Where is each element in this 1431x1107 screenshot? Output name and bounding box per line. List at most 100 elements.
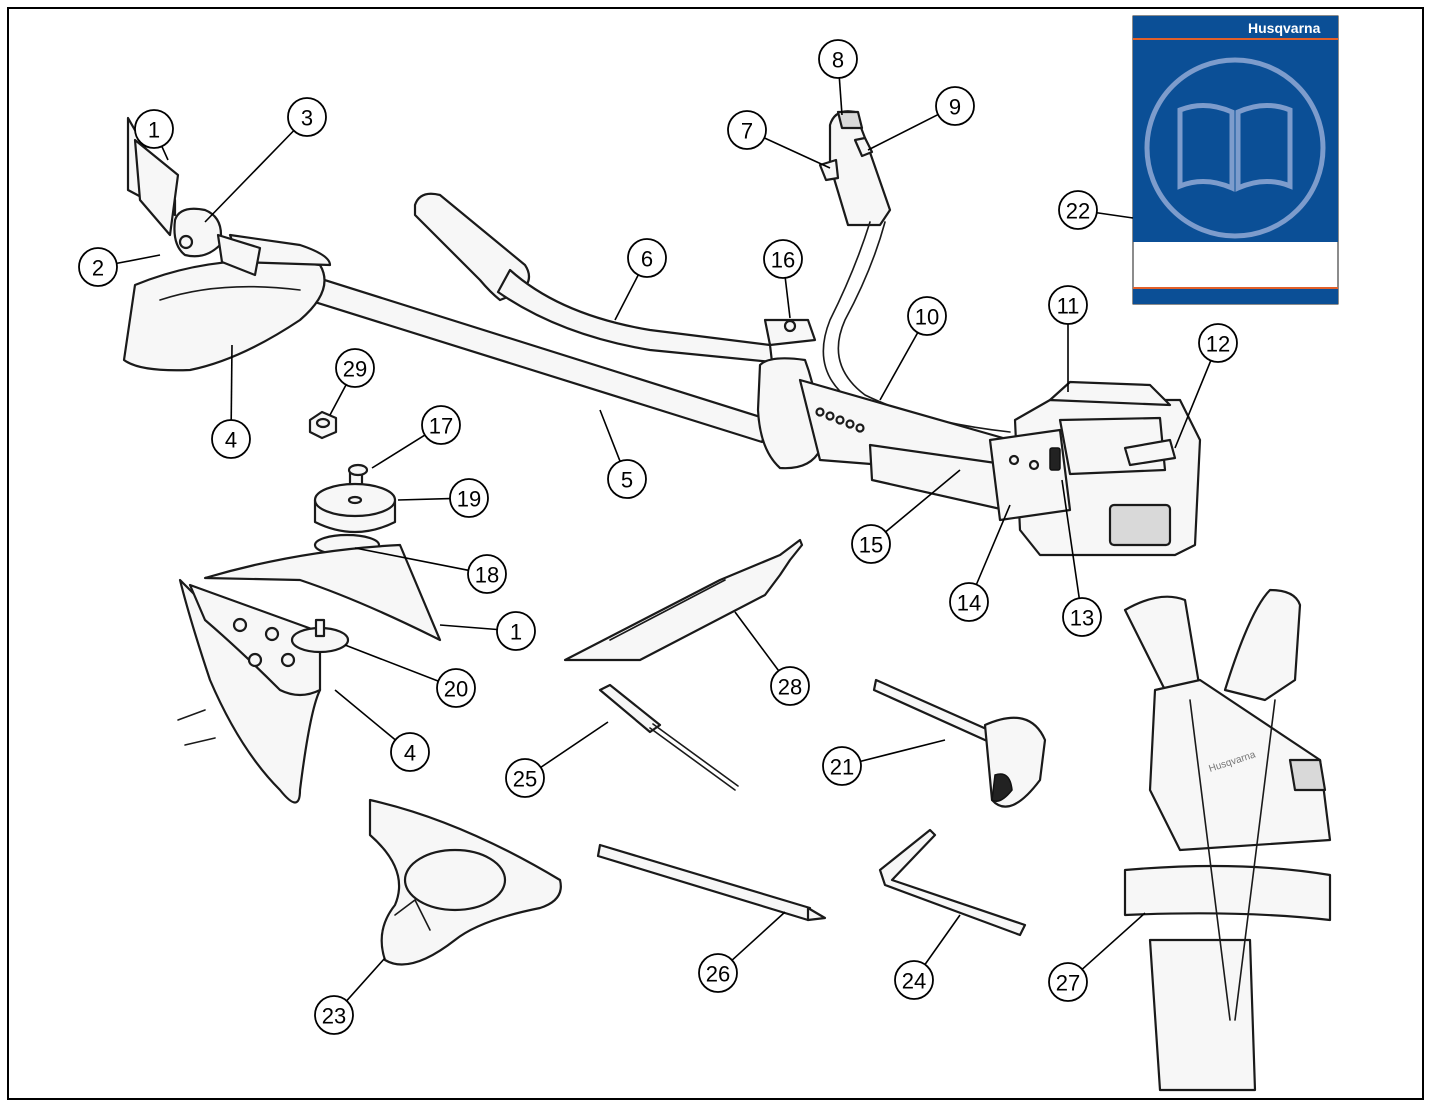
callout-number: 16 — [771, 248, 795, 273]
callout-18: 18 — [354, 547, 507, 594]
callout-number: 25 — [513, 767, 537, 792]
callout-number: 12 — [1206, 332, 1230, 357]
callout-leader-line — [329, 384, 347, 416]
callout-number: 9 — [949, 95, 961, 120]
callout-number: 7 — [741, 119, 753, 144]
harness: Husqvarna — [1123, 588, 1332, 1092]
callout-10: 10 — [879, 296, 947, 401]
callout-leader-line — [540, 721, 609, 769]
callout-number: 11 — [1057, 294, 1080, 319]
callout-number: 1 — [148, 118, 160, 143]
callout-leader-line — [731, 911, 786, 961]
callout-circle — [78, 247, 118, 287]
callout-number: 3 — [301, 106, 313, 131]
callout-number: 24 — [902, 969, 926, 994]
callout-leader-line — [344, 644, 439, 682]
callout-number: 8 — [832, 48, 844, 73]
callout-circle — [1048, 285, 1088, 325]
callout-circle — [818, 39, 858, 79]
callout-leader-line — [354, 547, 469, 572]
callout-leader-line — [885, 469, 961, 533]
callout-leader-line — [161, 145, 169, 161]
callout-leader-line — [439, 624, 498, 631]
callout-leader-line — [763, 137, 831, 169]
callout-leader-line — [734, 611, 780, 672]
callout-leader-line — [1174, 360, 1212, 449]
callout-number: 29 — [343, 357, 367, 382]
callout-number: 20 — [444, 677, 468, 702]
blade-assembly — [203, 463, 442, 642]
callout-circle — [134, 109, 174, 149]
callout-number: 15 — [859, 533, 883, 558]
callout-circle — [949, 582, 989, 622]
callout-number: 22 — [1066, 199, 1090, 224]
callout-circle — [935, 86, 975, 126]
callout-circle — [505, 758, 545, 798]
callout-7: 7 — [727, 110, 831, 169]
callout-circle — [211, 419, 251, 459]
callout-circle — [390, 732, 430, 772]
callout-number: 5 — [621, 468, 633, 493]
callout-number: 1 — [510, 620, 522, 645]
callout-leader-line — [924, 914, 961, 965]
callout-leader-line — [975, 504, 1011, 585]
callout-number: 23 — [322, 1004, 346, 1029]
callout-23: 23 — [314, 957, 386, 1035]
callout-circle — [770, 666, 810, 706]
callout-leader-line — [116, 254, 161, 265]
callout-15: 15 — [851, 469, 961, 564]
callout-leader-line — [614, 274, 639, 321]
callout-leader-line — [230, 344, 233, 421]
grease-tube — [563, 538, 804, 662]
book-icon — [1144, 57, 1326, 239]
blade-guard-bottom — [177, 578, 350, 804]
callout-number: 13 — [1070, 606, 1094, 631]
callout-circle — [907, 296, 947, 336]
callout-14: 14 — [949, 504, 1011, 622]
nut — [308, 410, 338, 440]
callout-20: 20 — [344, 644, 476, 708]
callout-circle — [449, 478, 489, 518]
callout-leader-line — [599, 409, 621, 462]
callout-9: 9 — [867, 86, 975, 151]
callout-circle — [727, 110, 767, 150]
manual-footer-band — [1133, 288, 1338, 304]
callout-circle — [607, 459, 647, 499]
callout-1: 1 — [134, 109, 174, 161]
callout-6: 6 — [614, 238, 667, 321]
callout-leader-line — [1061, 479, 1081, 599]
callout-circle — [894, 960, 934, 1000]
callout-11: 11 — [1048, 285, 1088, 392]
callout-number: 2 — [92, 256, 104, 281]
screwdriver — [598, 683, 739, 791]
gear-head — [173, 207, 262, 277]
callout-13: 13 — [1061, 479, 1102, 637]
callout-2: 2 — [78, 247, 161, 287]
callout-21: 21 — [822, 739, 946, 786]
callout-3: 3 — [204, 97, 327, 223]
callout-leader-line — [1081, 912, 1146, 970]
callout-circle — [1048, 962, 1088, 1002]
callout-number: 18 — [475, 563, 499, 588]
callout-29: 29 — [329, 348, 375, 416]
callout-4: 4 — [334, 689, 430, 772]
callout-number: 21 — [830, 755, 854, 780]
callout-number: 27 — [1056, 971, 1080, 996]
callout-22: 22 — [1058, 190, 1134, 230]
callout-circle — [1198, 323, 1238, 363]
callout-number: 4 — [404, 741, 416, 766]
callout-17: 17 — [371, 405, 461, 469]
callout-leader-line — [838, 77, 843, 116]
callout-circle — [851, 524, 891, 564]
callout-8: 8 — [818, 39, 858, 116]
callout-circle — [822, 746, 862, 786]
diagram-border — [7, 7, 1424, 1100]
callout-circle — [421, 405, 461, 445]
callout-25: 25 — [505, 721, 609, 798]
callout-12: 12 — [1174, 323, 1238, 449]
callout-circle — [287, 97, 327, 137]
callout-leader-line — [204, 130, 295, 223]
assembly-stick — [596, 843, 827, 922]
manual-brand-text: Husqvarna — [1248, 20, 1321, 36]
